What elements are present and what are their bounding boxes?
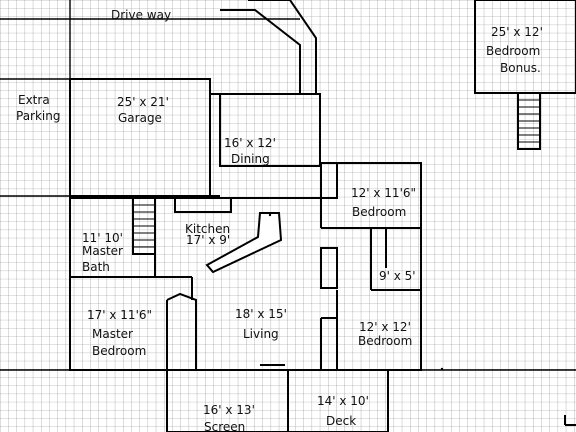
- extra-parking-label: Extra: [18, 93, 50, 107]
- kitchen-size-label: 17' x 9': [186, 233, 230, 247]
- living-size-label: 18' x 15': [235, 307, 287, 321]
- bonus-name2-label: Bonus.: [500, 61, 541, 75]
- master-bath-name2-label: Bath: [82, 260, 110, 274]
- bedroom2-size-label: 12' x 12': [359, 320, 411, 334]
- kitchen-name-label: Kitchen: [185, 222, 230, 236]
- master-bath-size-label: 11' 10': [82, 231, 123, 245]
- bedroom2-name-label: Bedroom: [358, 334, 412, 348]
- garage-name-label: Garage: [118, 111, 162, 125]
- extra-parking-label-2: Parking: [16, 109, 61, 123]
- dining-size-label: 16' x 12': [224, 136, 276, 150]
- kitchen-island: [205, 212, 283, 274]
- living-name-label: Living: [243, 327, 279, 341]
- driveway-label: Drive way: [111, 8, 171, 22]
- deck-size-label: 14' x 10': [317, 394, 369, 408]
- master-bed-size-label: 17' x 11'6": [87, 308, 152, 322]
- master-bath-name-label: Master: [82, 244, 123, 258]
- deck: [287, 369, 389, 432]
- master-bed-name-label: Master: [92, 327, 133, 341]
- bedroom1-size-label: 12' x 11'6": [351, 186, 416, 200]
- deck-name-label: Deck: [326, 414, 356, 428]
- screen-name-label: Screen: [204, 420, 245, 432]
- bonus-size-label: 25' x 12': [491, 25, 543, 39]
- dining-name-label: Dining: [231, 152, 270, 166]
- garage-size-label: 25' x 21': [117, 95, 169, 109]
- closet-size-label: 9' x 5': [379, 269, 416, 283]
- bonus-name-label: Bedroom: [486, 44, 540, 58]
- dining-room: [219, 93, 321, 167]
- bedroom1-name-label: Bedroom: [352, 205, 406, 219]
- walkway: [220, 0, 317, 94]
- master-bed-name2-label: Bedroom: [92, 344, 146, 358]
- screen-size-label: 16' x 13': [203, 403, 255, 417]
